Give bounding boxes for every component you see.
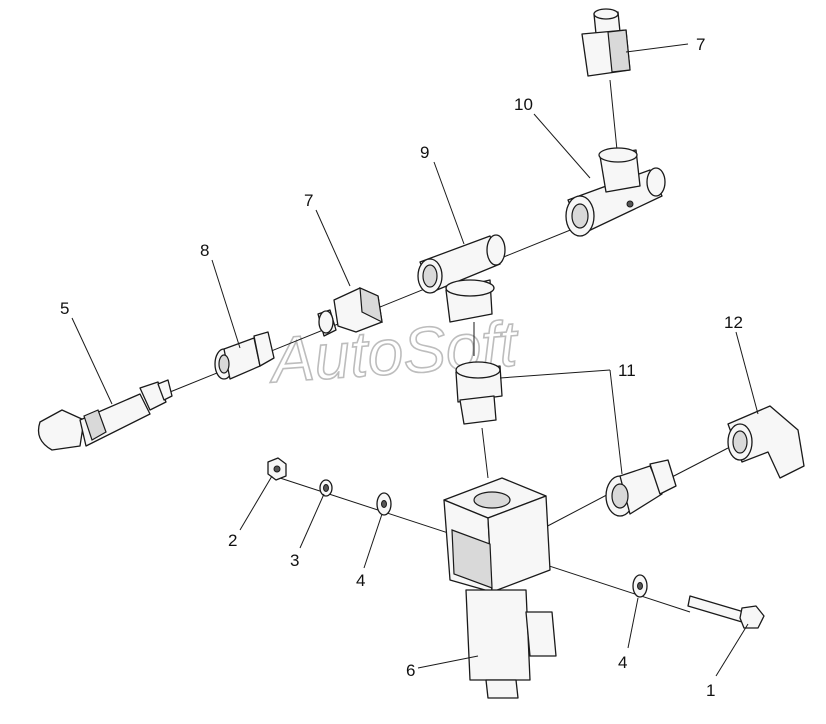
part-7-union-nut-left [317, 287, 383, 337]
callout-7-left: 7 [304, 191, 313, 210]
part-10-tee-fitting [565, 147, 666, 237]
part-7-union-nut-top [581, 8, 631, 77]
part-11-adapter-right [605, 459, 677, 517]
part-11-adapter-upper [455, 361, 503, 425]
leader-lines [71, 43, 759, 677]
part-1-bolt [687, 595, 765, 629]
callout-4-left: 4 [356, 571, 365, 590]
callout-12: 12 [724, 313, 743, 332]
callout-9: 9 [420, 143, 429, 162]
callout-7-top: 7 [696, 35, 705, 54]
callout-8: 8 [200, 241, 209, 260]
callout-10: 10 [514, 95, 533, 114]
callout-1: 1 [706, 681, 715, 700]
part-8-coupling [214, 331, 275, 380]
part-5-elbow-fitting [37, 379, 173, 451]
callout-5: 5 [60, 299, 69, 318]
part-3-lock-washer [319, 479, 333, 497]
part-6-valve-body [443, 477, 557, 699]
part-2-nut [267, 457, 287, 481]
callout-2: 2 [228, 531, 237, 550]
callout-3: 3 [290, 551, 299, 570]
part-12-elbow [727, 405, 805, 479]
callout-4-right: 4 [618, 653, 627, 672]
callout-6: 6 [406, 661, 415, 680]
part-9-tee-fitting [417, 234, 506, 323]
callout-numbers: 7 10 9 7 8 5 11 12 2 3 4 4 6 1 [60, 35, 743, 700]
part-4-washer-left [376, 492, 392, 516]
callout-11: 11 [618, 361, 636, 380]
part-4-washer-right [632, 574, 648, 598]
